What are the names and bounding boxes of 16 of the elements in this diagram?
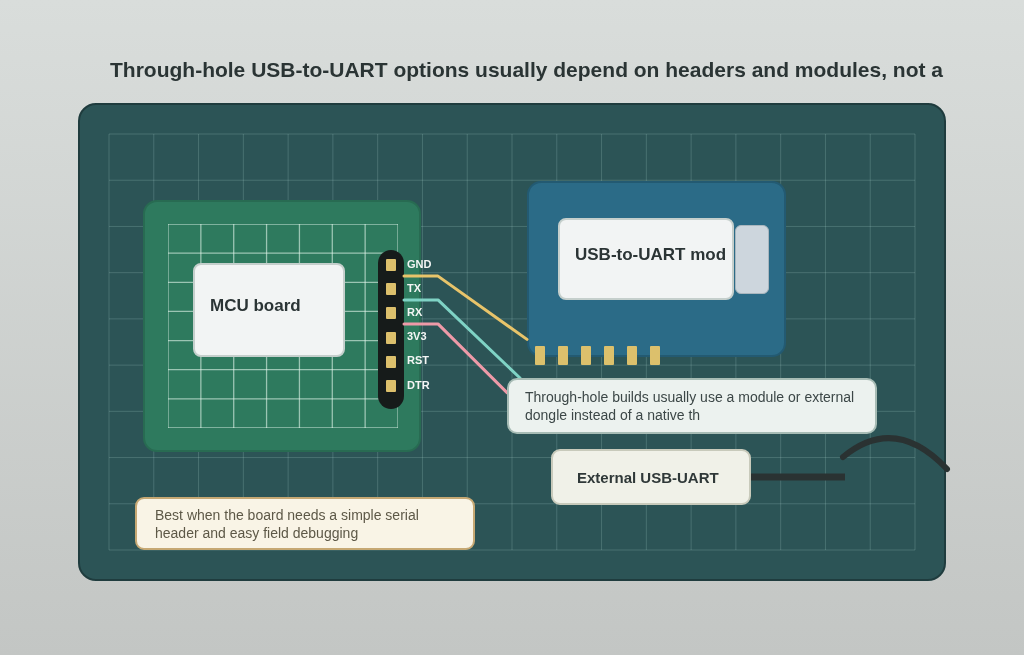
- pin-label: RX: [407, 305, 423, 319]
- pin-label: 3V3: [407, 330, 427, 344]
- diagram-title: Through-hole USB-to-UART options usually depend on headers and modules, not a: [110, 57, 943, 83]
- wire: [402, 274, 529, 341]
- label-card: USB-to-UART mod: [558, 218, 734, 300]
- label-card: MCU board: [193, 263, 345, 357]
- label-card: External USB-UART: [551, 449, 751, 505]
- pin-label: TX: [407, 281, 422, 295]
- callout-note: Through-hole builds usually use a module or external dongle instead of a native th: [507, 378, 877, 434]
- cable-line: [751, 473, 845, 481]
- pin-label: GND: [407, 257, 432, 271]
- wire: [402, 298, 522, 380]
- pin-label: DTR: [407, 378, 430, 392]
- pin-label: RST: [407, 354, 429, 368]
- wire: [402, 322, 509, 395]
- note-card: Best when the board needs a simple serial header and easy field debugging: [135, 497, 475, 550]
